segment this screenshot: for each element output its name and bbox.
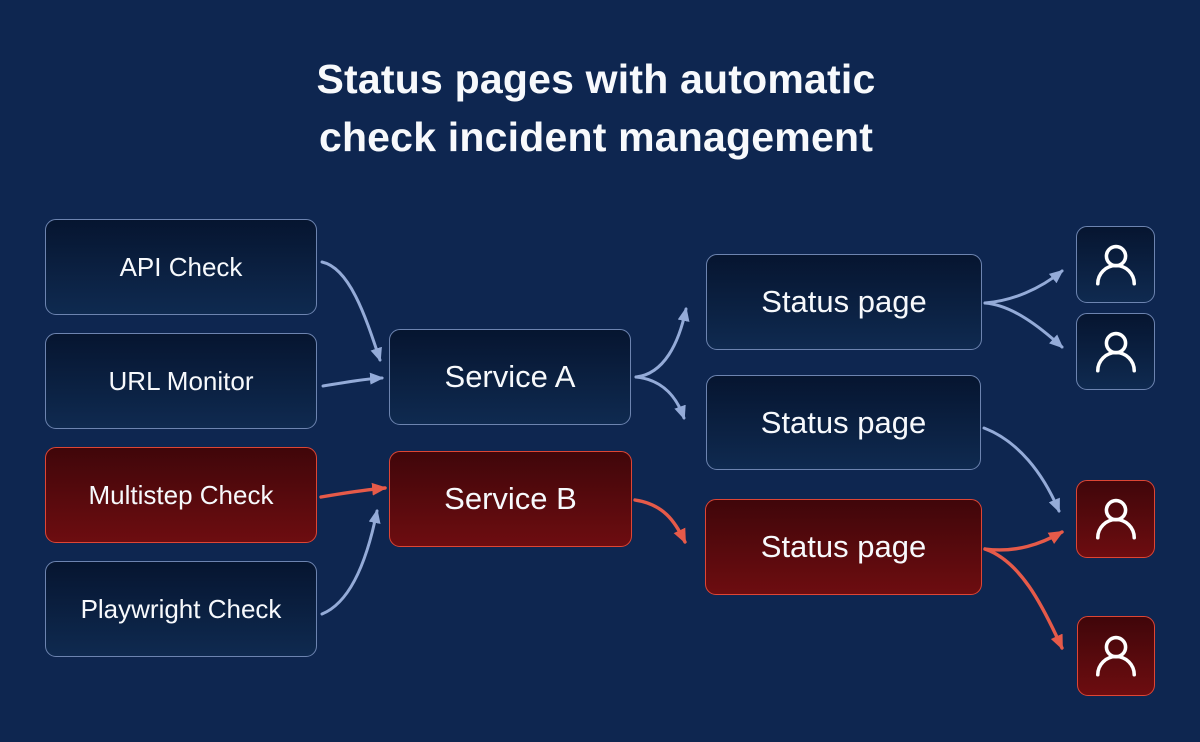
node-user-2 [1076, 313, 1155, 390]
node-service-b-label: Service B [444, 481, 577, 516]
node-api-check: API Check [45, 219, 317, 315]
edge-playwright-to-service-b [320, 509, 381, 616]
edge-url-to-service-a [321, 372, 384, 388]
node-service-b: Service B [389, 451, 632, 547]
edge-status-3-to-user-3 [983, 530, 1064, 552]
node-status-page-3: Status page [705, 499, 982, 595]
node-multistep-check-label: Multistep Check [88, 479, 274, 510]
user-icon [1096, 635, 1136, 677]
node-url-monitor-label: URL Monitor [108, 365, 254, 396]
node-status-page-2-label: Status page [760, 404, 927, 440]
diagram-title-line1: Status pages with automatic [316, 56, 876, 102]
node-status-page-2: Status page [706, 375, 981, 470]
node-service-a: Service A [389, 329, 631, 425]
node-service-a-label: Service A [444, 359, 576, 394]
node-status-page-1-label: Status page [761, 284, 927, 319]
edge-service-b-to-status-3 [633, 498, 687, 544]
edge-status-1-to-user-2 [983, 301, 1064, 349]
user-icon [1095, 331, 1136, 373]
node-multistep-check: Multistep Check [45, 447, 317, 543]
edge-multistep-to-service-b [319, 482, 388, 499]
user-icon [1095, 244, 1136, 286]
node-playwright-check: Playwright Check [45, 561, 317, 657]
node-user-4 [1077, 616, 1155, 696]
node-user-1 [1076, 226, 1155, 303]
edge-status-1-to-user-1 [983, 269, 1064, 305]
edge-status-2-to-user-3 [982, 426, 1061, 513]
edge-status-3-to-user-4 [983, 547, 1064, 650]
diagram-title-line2: check incident management [318, 114, 874, 160]
edge-api-to-service-a [320, 260, 382, 362]
node-user-3 [1076, 480, 1155, 558]
node-playwright-check-label: Playwright Check [80, 593, 282, 624]
node-api-check-label: API Check [119, 251, 243, 282]
node-status-page-1: Status page [706, 254, 982, 350]
diagram-title: Status pages with automatic check incide… [0, 50, 1192, 166]
node-status-page-3-label: Status page [760, 529, 927, 564]
node-url-monitor: URL Monitor [45, 333, 317, 429]
user-icon [1095, 498, 1136, 540]
edge-service-a-to-status-1 [634, 307, 690, 379]
edge-service-a-to-status-2 [634, 375, 686, 420]
